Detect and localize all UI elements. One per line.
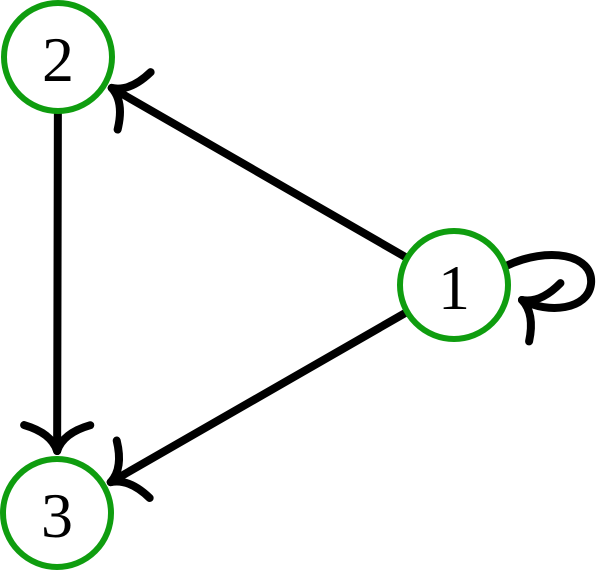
arrowhead-barb	[107, 68, 155, 93]
graph-node-2: 2	[1, 0, 115, 114]
self-loop-arrowhead	[518, 279, 565, 346]
edge-shaft	[106, 308, 410, 487]
arrowhead-barb	[53, 421, 95, 455]
edge-1-3	[106, 308, 410, 502]
node-circle-2	[1, 0, 115, 114]
edge-shaft	[53, 108, 62, 456]
graph-node-1: 1	[397, 228, 511, 342]
edge-1-2	[107, 68, 410, 262]
arrowhead-barb	[106, 477, 154, 502]
edge-arrowhead	[107, 68, 155, 134]
self-loop-shaft	[502, 251, 596, 312]
node-circle-3	[0, 456, 114, 570]
graph-node-3: 3	[0, 456, 114, 570]
node-label-3: 3	[41, 480, 73, 551]
edge-1-1	[502, 251, 596, 346]
arrowhead-barb	[518, 296, 535, 346]
edge-arrowhead	[20, 421, 95, 455]
node-label-2: 2	[42, 24, 74, 95]
arrowhead-barb	[107, 83, 124, 134]
arrowhead-barb	[106, 436, 124, 487]
edge-arrowhead	[106, 436, 154, 502]
edge-2-3	[20, 108, 95, 456]
node-circle-1	[397, 228, 511, 342]
node-label-1: 1	[438, 252, 470, 323]
edge-shaft	[107, 83, 410, 262]
arrowhead-barb	[518, 279, 565, 305]
arrowhead-barb	[20, 421, 62, 455]
